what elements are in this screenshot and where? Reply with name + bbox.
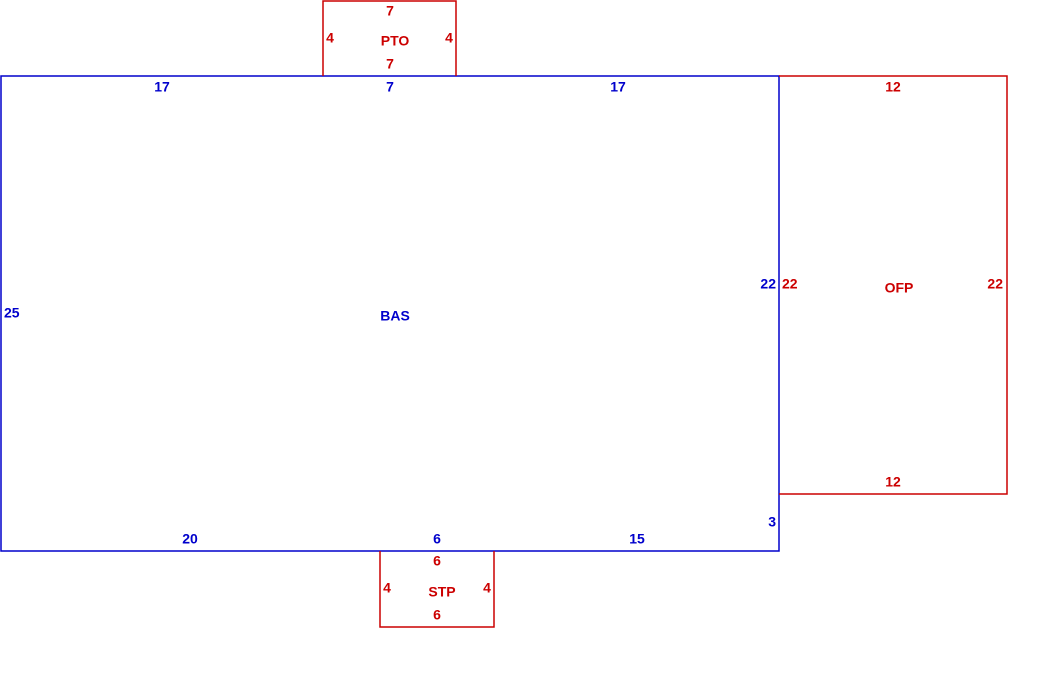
pto-dim-top: 7 [386,3,394,19]
ofp-dim-top: 12 [885,79,901,95]
stp-dim-right: 4 [483,580,491,596]
bas-dim-left: 25 [4,305,20,321]
ofp-outline [779,75,1008,495]
pto-dim-left: 4 [326,30,334,46]
bas-dim-top-right: 17 [610,79,626,95]
stp-label: STP [428,584,455,600]
ofp-label: OFP [885,280,914,296]
bas-label: BAS [380,308,410,324]
pto-dim-bottom: 7 [386,56,394,72]
bas-dim-top-left: 17 [154,79,170,95]
ofp-dim-bottom: 12 [885,474,901,490]
stp-dim-left: 4 [383,580,391,596]
pto-label: PTO [381,33,410,49]
bas-dim-bottom-left: 20 [182,531,198,547]
stp-area: STP 6 6 4 4 [379,551,495,628]
bas-dim-bottom-right: 15 [629,531,645,547]
bas-dim-top-mid: 7 [386,79,394,95]
bas-outline [0,75,780,552]
ofp-area: OFP 12 12 22 22 [779,75,1008,495]
pto-dim-right: 4 [445,30,453,46]
bas-dim-right-upper: 22 [760,276,776,292]
stp-dim-bottom: 6 [433,607,441,623]
bas-dim-bottom-mid: 6 [433,531,441,547]
bas-dim-right-lower: 3 [768,514,776,530]
pto-area: PTO 7 7 4 4 [322,0,457,76]
stp-outline [379,551,495,628]
ofp-dim-right: 22 [987,276,1003,292]
ofp-dim-left: 22 [782,276,798,292]
stp-dim-top: 6 [433,553,441,569]
pto-outline [322,0,457,76]
bas-area: BAS 17 7 17 25 22 3 20 6 15 [0,75,780,552]
